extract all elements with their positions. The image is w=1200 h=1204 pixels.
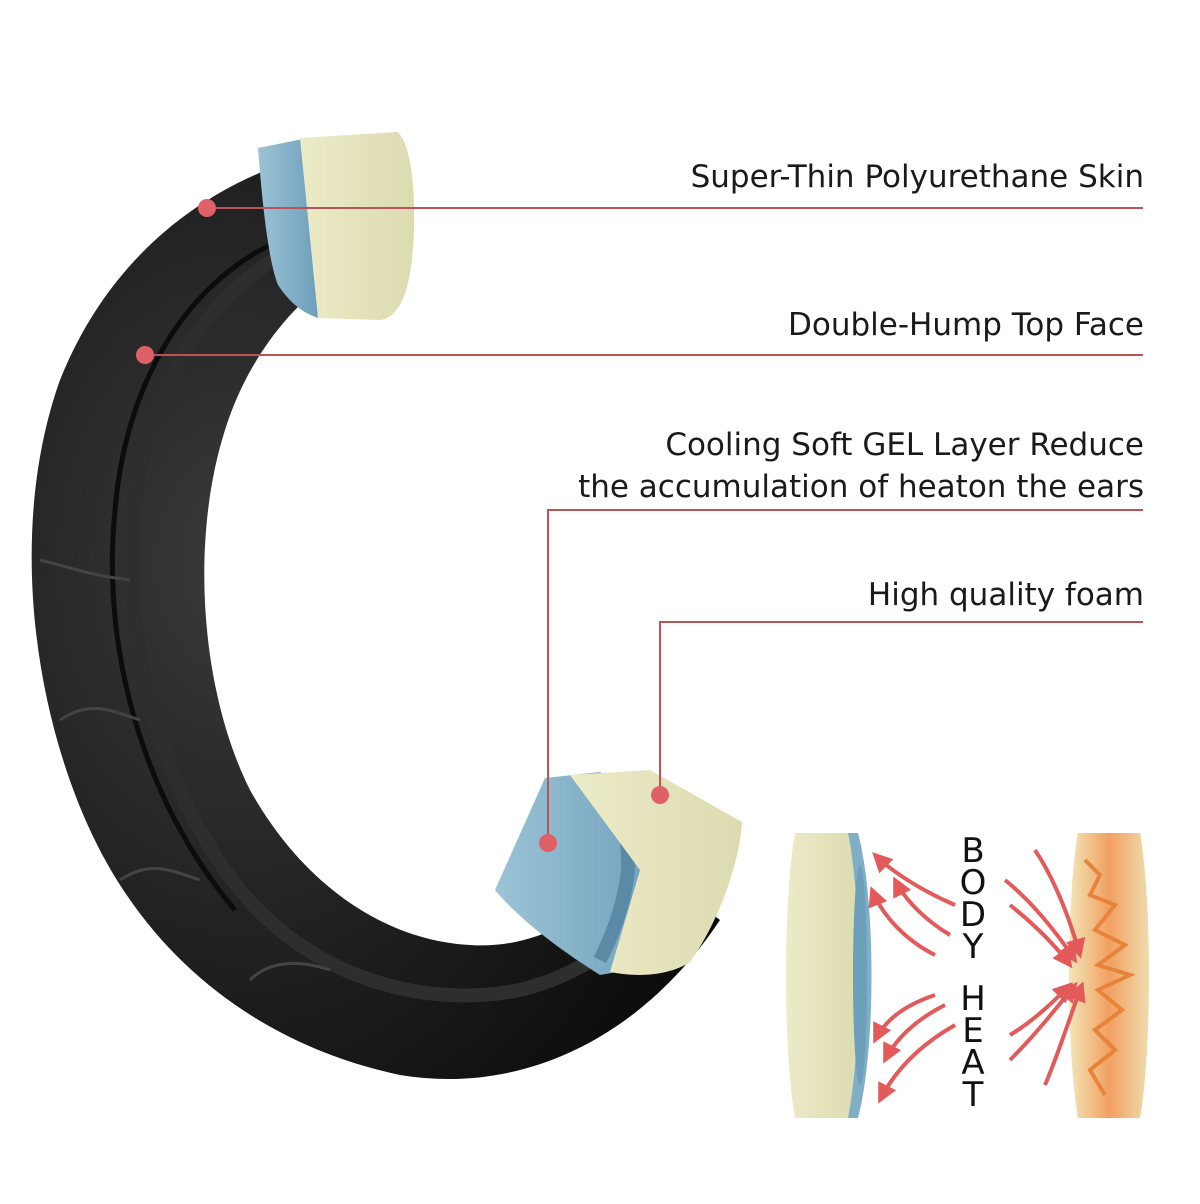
heat-arrows xyxy=(868,848,1086,1104)
heat-letter-1: H xyxy=(960,979,986,1019)
callout-lines xyxy=(136,199,1143,852)
heat-arrow xyxy=(872,852,956,907)
heat-arrow xyxy=(1008,903,1073,969)
callout-line-gel xyxy=(547,509,1143,843)
callout-dot-skin xyxy=(198,199,216,217)
bottom-section-foam-layer xyxy=(570,770,742,975)
warm-disc-flames xyxy=(1083,858,1136,1097)
heat-arrow xyxy=(1008,981,1078,1062)
body-letter-4: Y xyxy=(962,927,984,967)
heat-arrow xyxy=(873,993,936,1044)
callout-dot-foam xyxy=(651,786,669,804)
heat-arrow xyxy=(893,876,952,937)
callout-label-skin: Super-Thin Polyurethane Skin xyxy=(690,159,1144,195)
heat-arrow xyxy=(1003,878,1078,964)
callout-line-foam xyxy=(659,621,1143,795)
heat-arrow xyxy=(1043,981,1086,1086)
ear-pad-inner-ridge xyxy=(124,243,666,1003)
bottom-cross-section xyxy=(495,770,742,975)
ear-pad-inner-ridge-2 xyxy=(109,242,272,912)
callout-label-gel-line2: the accumulation of heaton the ears xyxy=(578,469,1144,505)
top-section-foam-layer xyxy=(300,132,415,320)
ear-pad-fold-lines xyxy=(39,558,331,982)
top-cross-section xyxy=(258,132,415,320)
body-letter-2: O xyxy=(960,863,987,903)
body-letter-1: B xyxy=(961,831,984,871)
top-section-gel-layer xyxy=(258,138,318,318)
heat-letter-3: A xyxy=(961,1043,984,1083)
callout-dot-gel xyxy=(539,834,557,852)
heat-arrow xyxy=(883,1003,946,1064)
gel-disc-foam xyxy=(786,833,859,1118)
callout-dot-hump xyxy=(136,346,154,364)
warm-disc xyxy=(1069,833,1149,1118)
callout-label-hump: Double-Hump Top Face xyxy=(788,307,1144,343)
heat-letter-4: T xyxy=(962,1075,984,1115)
heat-arrow xyxy=(868,886,936,957)
heat-diagram: B O D Y H E A T xyxy=(786,831,1149,1118)
callout-label-gel-line1: Cooling Soft GEL Layer Reduce xyxy=(665,427,1144,463)
callout-label-foam: High quality foam xyxy=(867,577,1144,613)
heat-letter-2: E xyxy=(962,1011,983,1051)
ear-pad xyxy=(31,140,720,1080)
body-letter-3: D xyxy=(960,895,986,935)
gel-disc-blue-ring xyxy=(853,865,867,1085)
heat-arrow xyxy=(1033,848,1086,959)
heat-arrow xyxy=(878,1023,956,1104)
heat-arrow xyxy=(1008,982,1073,1037)
